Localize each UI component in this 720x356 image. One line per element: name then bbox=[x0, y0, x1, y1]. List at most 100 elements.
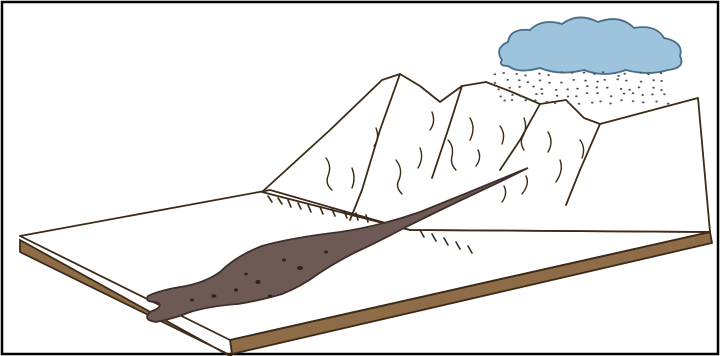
rain-drop bbox=[604, 79, 607, 81]
rain-drop bbox=[566, 88, 569, 90]
rain-drop bbox=[620, 99, 623, 101]
rain-drop bbox=[497, 88, 500, 90]
ridge-line-3 bbox=[500, 104, 540, 170]
tick bbox=[444, 238, 448, 245]
rain-drop bbox=[623, 73, 626, 75]
rain-drop bbox=[546, 101, 549, 103]
rain-drop bbox=[660, 89, 663, 91]
rain-drop bbox=[652, 87, 655, 89]
rain-drop bbox=[548, 82, 551, 84]
rain-drop bbox=[567, 102, 570, 104]
ridge-line-1 bbox=[350, 74, 400, 220]
tick bbox=[356, 213, 358, 220]
rain-drop bbox=[625, 80, 628, 82]
tick bbox=[268, 196, 272, 202]
crack bbox=[580, 140, 584, 158]
cloud-shape bbox=[499, 17, 681, 74]
rain-drop bbox=[647, 73, 650, 75]
debris-blob bbox=[212, 294, 217, 298]
crack bbox=[396, 160, 402, 194]
debris-blob bbox=[282, 259, 286, 262]
crack bbox=[556, 160, 561, 182]
rain-drop bbox=[502, 72, 505, 74]
rain-drop bbox=[642, 101, 645, 103]
mountain-slope bbox=[262, 74, 710, 232]
rain-drop bbox=[667, 103, 670, 105]
rain-drop bbox=[540, 88, 543, 90]
rain-drop bbox=[503, 100, 506, 102]
tick bbox=[366, 215, 368, 222]
rain-drop bbox=[660, 72, 663, 74]
debris-blob bbox=[324, 251, 328, 254]
rain-drop bbox=[616, 78, 619, 80]
debris-blob bbox=[234, 288, 238, 291]
crack bbox=[326, 158, 332, 190]
rain-drop bbox=[586, 92, 589, 94]
rain-drop bbox=[539, 79, 542, 81]
crack bbox=[470, 118, 473, 140]
crack bbox=[521, 118, 525, 150]
debris-blob bbox=[244, 273, 248, 276]
crack bbox=[522, 176, 527, 194]
crack bbox=[548, 132, 551, 152]
rain-drop bbox=[573, 79, 576, 81]
rain-drop bbox=[508, 87, 511, 89]
slope-cracks bbox=[326, 112, 584, 202]
rain-drop bbox=[593, 73, 596, 75]
rain-drop bbox=[532, 86, 535, 88]
rain-drop bbox=[652, 79, 655, 81]
rain-drop bbox=[596, 81, 599, 83]
rain-drops bbox=[494, 71, 670, 105]
rain-drop bbox=[609, 103, 612, 105]
rain-drop bbox=[617, 75, 620, 77]
crack bbox=[430, 112, 434, 130]
rain-drop bbox=[571, 72, 574, 74]
crack bbox=[476, 150, 480, 166]
rain-drop bbox=[511, 94, 514, 96]
rain-drop bbox=[555, 89, 558, 91]
debris-blob bbox=[256, 280, 261, 284]
tick bbox=[288, 200, 291, 207]
rain-drop bbox=[511, 99, 514, 101]
rain-cloud-icon bbox=[499, 17, 681, 74]
rain-drop bbox=[520, 95, 523, 97]
rain-drop bbox=[620, 88, 623, 90]
rain-drop bbox=[518, 86, 521, 88]
rain-drop bbox=[596, 86, 599, 88]
rain-drop bbox=[499, 96, 502, 98]
rain-drop bbox=[567, 96, 570, 98]
tick bbox=[308, 205, 311, 212]
rain-drop bbox=[651, 93, 654, 95]
crack bbox=[500, 126, 504, 144]
rain-drop bbox=[663, 93, 666, 95]
rain-drop bbox=[515, 73, 518, 75]
crack bbox=[448, 140, 456, 170]
debris-blob bbox=[297, 266, 303, 270]
rain-drop bbox=[632, 92, 635, 94]
rain-drop bbox=[584, 80, 587, 82]
rain-drop bbox=[556, 95, 559, 97]
rain-drop bbox=[578, 103, 581, 105]
rain-drop bbox=[534, 99, 537, 101]
rain-drop bbox=[610, 95, 613, 97]
crack bbox=[418, 148, 422, 168]
rain-drop bbox=[518, 79, 521, 81]
rain-drop bbox=[561, 71, 564, 73]
rain-drop bbox=[576, 88, 579, 90]
rain-drop bbox=[599, 100, 602, 102]
debris-blob bbox=[268, 295, 272, 298]
rain-drop bbox=[575, 95, 578, 97]
rain-drop bbox=[628, 89, 631, 91]
rain-drop bbox=[541, 93, 544, 95]
crack bbox=[502, 186, 506, 202]
rain-drop bbox=[538, 73, 541, 75]
rain-drop bbox=[535, 93, 538, 95]
rain-drop bbox=[583, 72, 586, 74]
rain-drop bbox=[554, 102, 557, 104]
tick bbox=[468, 246, 472, 253]
rain-drop bbox=[524, 99, 527, 101]
tick bbox=[420, 230, 424, 237]
rain-drop bbox=[586, 85, 589, 87]
rain-drop bbox=[591, 102, 594, 104]
